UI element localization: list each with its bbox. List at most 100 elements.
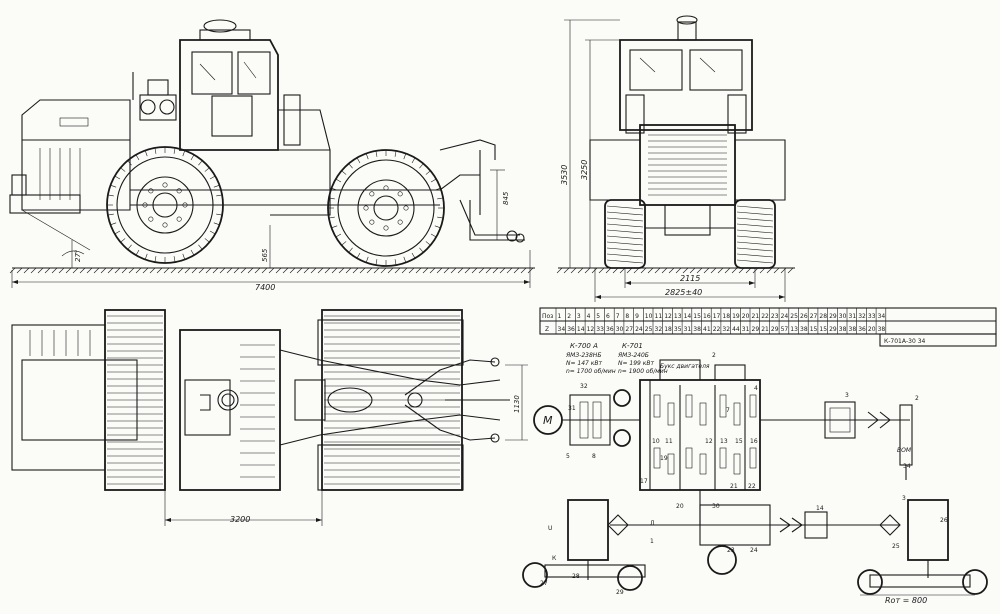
table-position-cell: 15 — [693, 313, 701, 320]
ground-hatch — [114, 267, 121, 274]
tire-tread — [190, 249, 195, 256]
label-24: 24 — [750, 547, 758, 554]
label-7: 7 — [726, 407, 730, 414]
table-teeth-cell: 22 — [713, 326, 721, 333]
tire-tread — [335, 178, 342, 183]
ground-hatch — [443, 267, 450, 274]
k701-title: К-701 — [622, 342, 643, 350]
table-position-cell: 34 — [878, 313, 886, 320]
gear-block — [749, 394, 757, 418]
kinematic-scheme — [522, 359, 988, 596]
label-29: 29 — [616, 589, 624, 596]
tire-tread — [356, 157, 361, 164]
table-teeth-cell: 31 — [742, 326, 750, 333]
ground-hatch — [338, 267, 345, 274]
dim-track: 2115 — [680, 274, 700, 283]
table-position-cell: 23 — [771, 313, 779, 320]
label-12: 12 — [705, 438, 713, 445]
ground-hatch — [191, 267, 198, 274]
wheel-bolt — [148, 188, 154, 194]
label-16: 16 — [750, 438, 758, 445]
label-21: 21 — [730, 483, 738, 490]
label-27: 27 — [540, 580, 548, 587]
wheel-bolt — [369, 219, 375, 225]
ground-hatch — [661, 267, 668, 274]
ground-hatch — [485, 267, 492, 274]
table-position-cell: 7 — [616, 313, 620, 320]
ground-hatch — [93, 267, 100, 274]
table-position-cell: 29 — [829, 313, 837, 320]
tire-tread — [173, 256, 176, 263]
ground-hatch — [107, 267, 114, 274]
tire-tread — [182, 253, 186, 260]
label-19: 19 — [660, 455, 668, 462]
tire-tread — [365, 153, 369, 160]
ground-hatch — [121, 267, 128, 274]
dim-cab-height: 3250 — [580, 160, 589, 180]
table-teeth-cell: 32 — [655, 326, 663, 333]
tire-tread — [736, 253, 774, 258]
table-position-cell: 30 — [839, 313, 847, 320]
tire-tread — [328, 197, 335, 200]
table-position-cell: 24 — [781, 313, 789, 320]
label-14: 14 — [816, 505, 824, 512]
pto-label: ВОМ — [897, 447, 912, 454]
ground-hatch — [44, 267, 51, 274]
tire-tread — [606, 217, 644, 222]
table-teeth-cell: 32 — [722, 326, 730, 333]
table-position-cell: 1 — [558, 313, 562, 320]
tire-tread — [154, 147, 157, 154]
ground-hatch — [366, 267, 373, 274]
tire-tread — [425, 170, 431, 175]
ground-hatch — [380, 267, 387, 274]
table-teeth-cell: 38 — [800, 326, 808, 333]
wheel-bolt — [363, 205, 369, 211]
tire-tread — [403, 256, 407, 263]
tire-tread — [216, 213, 223, 216]
table-teeth-cell: 36 — [567, 326, 575, 333]
wheel-bolt — [176, 216, 182, 222]
table-teeth-cell: 38 — [693, 326, 701, 333]
side-view — [9, 19, 535, 288]
label-U: U — [548, 525, 552, 532]
ground-hatch — [717, 267, 724, 274]
tire-tread — [437, 216, 444, 219]
tire-tread — [341, 241, 347, 246]
ground-hatch — [37, 267, 44, 274]
tire-tread — [120, 167, 126, 172]
ground-hatch — [296, 267, 303, 274]
top-view — [11, 309, 528, 526]
label-31: 31 — [568, 405, 576, 412]
table-teeth-cell: 57 — [781, 326, 789, 333]
tire-tread — [328, 216, 335, 219]
tire-tread — [209, 230, 216, 235]
ground-hatch — [30, 267, 37, 274]
tire-tread — [375, 259, 378, 266]
table-position-cell: 11 — [655, 313, 663, 320]
dim-overall-width: 2825±40 — [665, 288, 702, 297]
ground-hatch — [422, 267, 429, 274]
gear-block — [699, 453, 707, 475]
ground-hatch — [142, 267, 149, 274]
ground-hatch — [23, 267, 30, 274]
dim-wheelbase: 3200 — [230, 515, 250, 524]
gear-block — [719, 447, 727, 469]
tire-tread — [736, 259, 774, 264]
label-5: 5 — [566, 453, 570, 460]
tire-tread — [144, 150, 148, 157]
ground-hatch — [408, 267, 415, 274]
label-25: 25 — [892, 543, 900, 550]
ground-hatch — [401, 267, 408, 274]
ground-hatch — [219, 267, 226, 274]
table-position-cell: 20 — [742, 313, 750, 320]
table-position-cell: 4 — [587, 313, 591, 320]
gear-table — [539, 307, 997, 347]
label-13: 13 — [720, 438, 728, 445]
tire-tread — [114, 175, 121, 180]
ground-hatch — [640, 267, 647, 274]
ground-hatch — [457, 267, 464, 274]
tire-tread — [190, 154, 195, 161]
wheel-bolt — [397, 219, 403, 225]
ground-hatch — [261, 267, 268, 274]
tire-tread — [335, 233, 342, 238]
